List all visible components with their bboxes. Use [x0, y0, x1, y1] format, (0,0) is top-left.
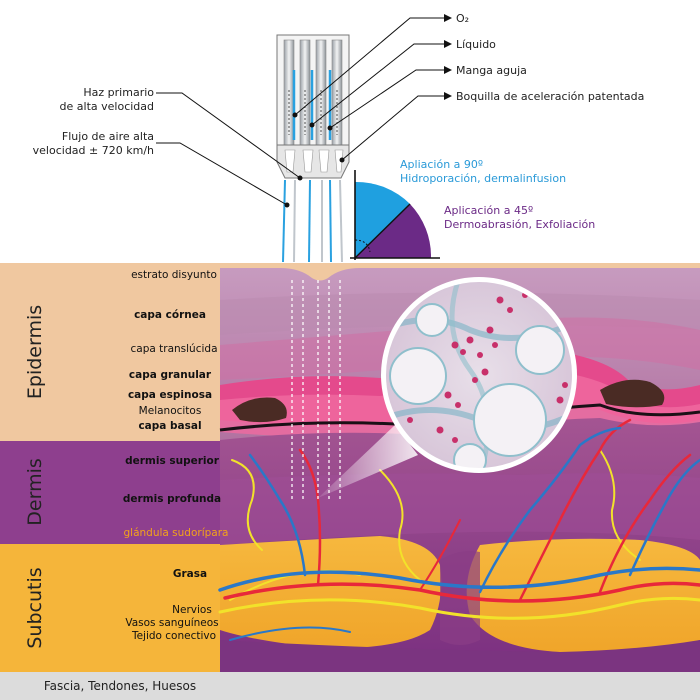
section-subcutis: Subcutis — [24, 567, 46, 648]
nozzle-assembly — [276, 34, 350, 263]
needle-sleeve-label: Manga aguja — [456, 64, 527, 77]
section-dermis: Dermis — [24, 458, 46, 525]
micrograph-circle — [381, 277, 577, 473]
layer-vasos: Vasos sanguíneos — [125, 617, 218, 629]
layer-capa-granular: capa granular — [129, 369, 212, 381]
blood-vessels — [218, 418, 700, 641]
angle-quadrant — [350, 170, 440, 260]
airflow-label-1: Flujo de aire alta — [62, 130, 154, 143]
angle-45-title: Aplicación a 45º — [444, 204, 533, 217]
o2-label: O₂ — [456, 12, 469, 25]
liquid-label: Líquido — [456, 38, 496, 51]
section-epidermis: Epidermis — [24, 305, 46, 399]
fascia-band — [0, 672, 700, 700]
layer-nervios: Nervios — [172, 604, 212, 616]
layer-capa-espinosa: capa espinosa — [128, 389, 212, 401]
spray-lines — [291, 280, 341, 500]
primary-beam-label-1: Haz primario — [83, 86, 154, 99]
angle-90-desc: Hidroporación, dermalinfusion — [400, 172, 566, 185]
angle-45-desc: Dermoabrasión, Exfoliación — [444, 218, 595, 231]
primary-beam-label-2: de alta velocidad — [60, 100, 154, 113]
zoom-cone — [318, 425, 418, 498]
leader-lines — [156, 17, 444, 206]
layer-tejido: Tejido conectivo — [131, 630, 216, 642]
layer-estrato-disyunto: estrato disyunto — [131, 269, 217, 281]
layer-grasa: Grasa — [173, 568, 207, 580]
airflow-label-2: velocidad ± 720 km/h — [33, 144, 154, 157]
layer-dermis-superior: dermis superior — [125, 455, 220, 467]
layer-dermis-profunda: dermis profunda — [123, 493, 221, 505]
layer-melanocitos: Melanocitos — [139, 405, 202, 417]
leader-arrows — [444, 14, 452, 100]
layer-capa-basal: capa basal — [138, 420, 201, 432]
layer-capa-traslucida: capa translúcida — [131, 343, 218, 355]
angle-90-title: Apliación a 90º — [400, 158, 483, 171]
leader-dots — [284, 112, 345, 208]
nozzle-label: Boquilla de aceleración patentada — [456, 90, 644, 103]
footer-fascia: Fascia, Tendones, Huesos — [44, 679, 196, 693]
layer-glandula-sudoripara: glándula sudorípara — [124, 527, 229, 539]
layer-capa-cornea: capa córnea — [134, 309, 206, 321]
